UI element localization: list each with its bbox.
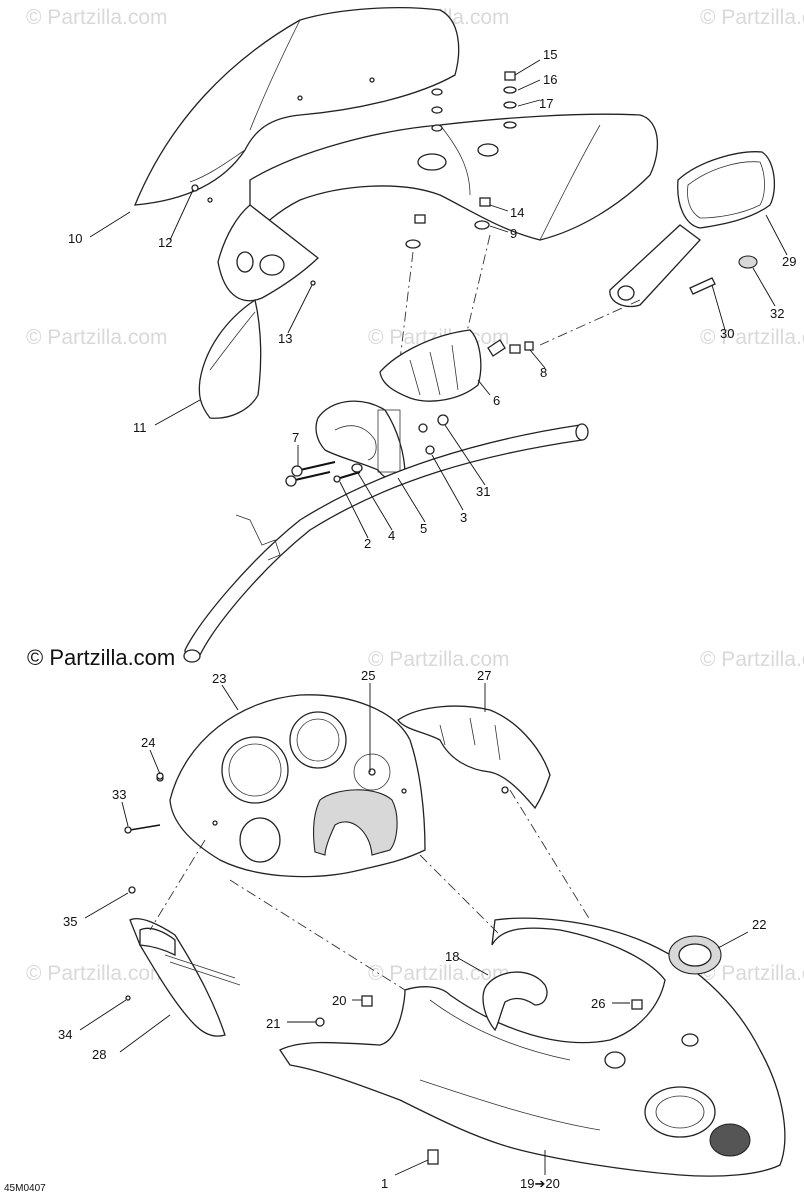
watermark: © Partzilla.com	[368, 648, 510, 671]
upper-cowl-part	[249, 113, 659, 242]
gauge-panel-part	[156, 694, 426, 878]
callout-3: 3	[460, 510, 467, 525]
callout-2: 2	[364, 536, 371, 551]
watermark: © Partzilla.com	[26, 962, 168, 985]
callout-20: 20	[332, 993, 346, 1008]
callout-8: 8	[540, 365, 547, 380]
callout-32: 32	[770, 306, 784, 321]
callout-10: 10	[68, 231, 82, 246]
callout-12: 12	[158, 235, 172, 250]
fasteners	[285, 414, 449, 487]
callout-17: 17	[539, 96, 553, 111]
callout-9: 9	[510, 226, 517, 241]
watermark: © Partzilla.com	[700, 962, 804, 985]
connection-lines	[149, 789, 591, 991]
callout-29: 29	[782, 254, 796, 269]
trim-ring-part	[668, 935, 722, 975]
leader-lines	[79, 59, 788, 1176]
diagram-code: 45M0407	[4, 1183, 46, 1194]
callout-labels: 15 16 17 14 9 10 12 13 11 29 32 30 8 6 7…	[58, 47, 796, 1191]
side-panel-part	[217, 204, 319, 302]
cover-part	[397, 705, 551, 810]
callout-25: 25	[361, 668, 375, 683]
callout-28: 28	[92, 1047, 106, 1062]
hardware-stack	[399, 71, 517, 361]
callout-23: 23	[212, 671, 226, 686]
watermark: © Partzilla.com	[368, 962, 510, 985]
callout-14: 14	[510, 205, 524, 220]
callout-24: 24	[141, 735, 155, 750]
callout-5: 5	[420, 521, 427, 536]
lower-side-cover-part	[125, 886, 241, 1037]
callout-13: 13	[278, 331, 292, 346]
callout-22: 22	[752, 917, 766, 932]
watermark: © Partzilla.com	[700, 648, 804, 671]
watermark: © Partzilla.com	[700, 326, 804, 349]
small-cover-part	[482, 971, 548, 1032]
mirror-part	[539, 151, 776, 346]
callout-1: 1	[381, 1176, 388, 1191]
callout-7: 7	[292, 430, 299, 445]
callout-16: 16	[543, 72, 557, 87]
deflector-part	[198, 298, 262, 419]
callout-6: 6	[493, 393, 500, 408]
callout-18: 18	[445, 949, 459, 964]
watermark: © Partzilla.com	[26, 6, 168, 29]
clips	[315, 995, 643, 1027]
callout-4: 4	[388, 528, 395, 543]
callout-19-20: 19➔20	[520, 1176, 560, 1191]
mirror-bracket-part	[379, 329, 534, 402]
callout-15: 15	[543, 47, 557, 62]
callout-33: 33	[112, 787, 126, 802]
lower-body-part	[279, 917, 786, 1177]
callout-35: 35	[63, 914, 77, 929]
callout-27: 27	[477, 668, 491, 683]
callout-26: 26	[591, 996, 605, 1011]
callout-11: 11	[133, 420, 147, 435]
watermark: © Partzilla.com	[700, 6, 804, 29]
copyright-text: © Partzilla.com	[27, 645, 176, 670]
callout-21: 21	[266, 1016, 280, 1031]
watermark: © Partzilla.com	[26, 326, 168, 349]
callout-34: 34	[58, 1027, 72, 1042]
windshield-part	[133, 7, 460, 206]
callout-30: 30	[720, 326, 734, 341]
panel-screws	[124, 772, 164, 834]
handlebar-part	[183, 423, 589, 663]
callout-31: 31	[476, 484, 490, 499]
